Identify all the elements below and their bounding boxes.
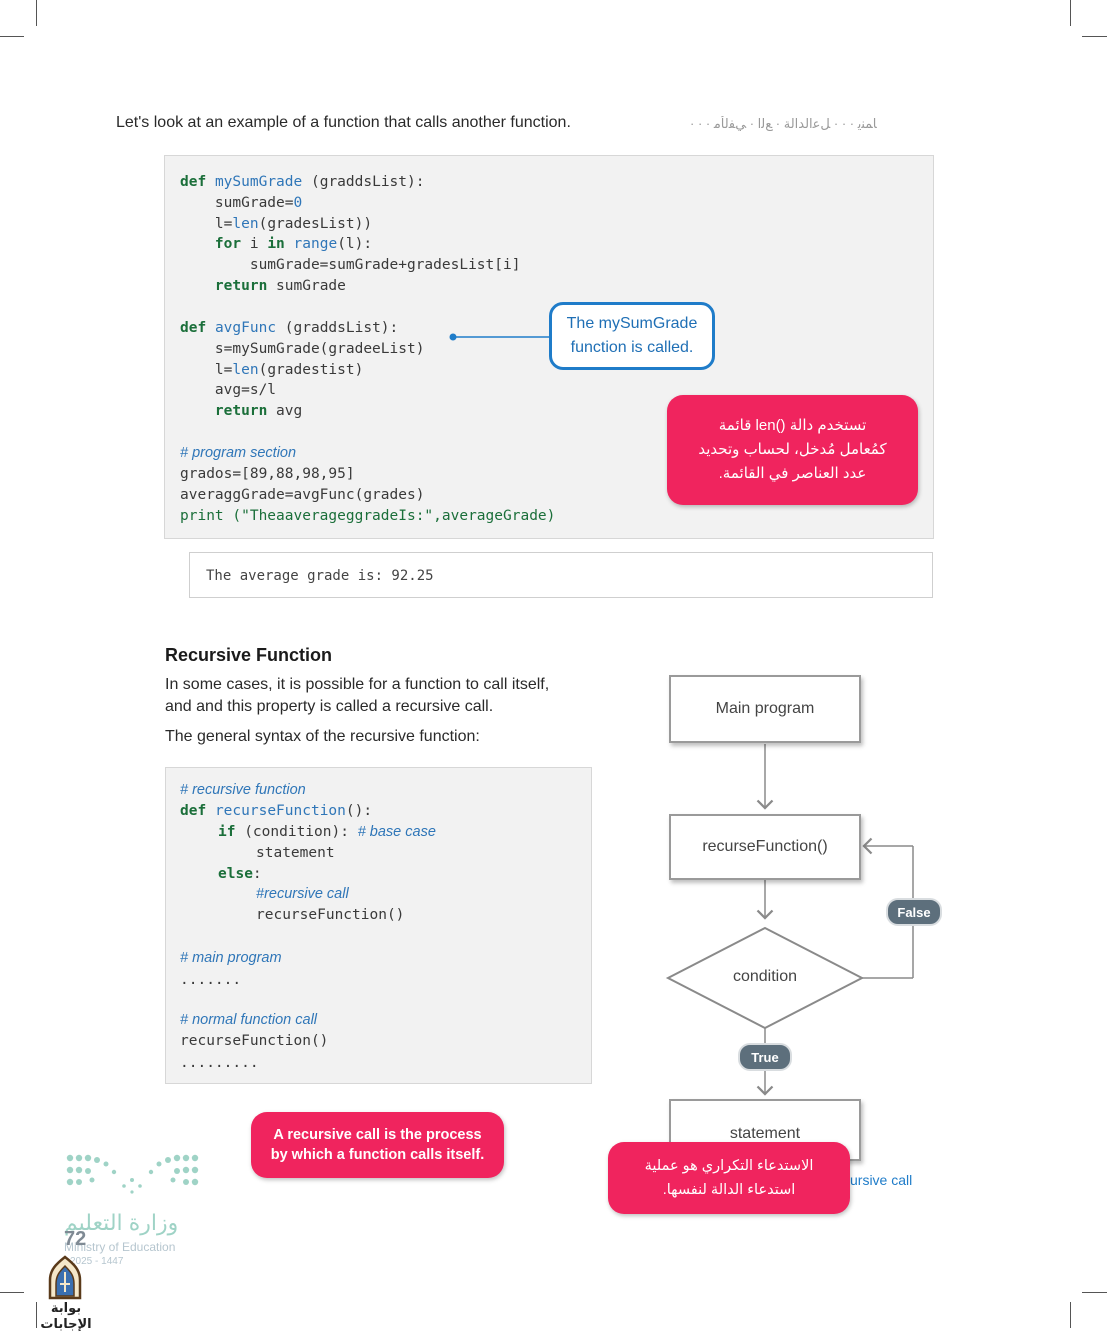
- code-avgfunc: def avgFunc (graddsList): s=mySumGrade(g…: [180, 320, 425, 420]
- section-para-line1: In some cases, it is possible for a func…: [165, 676, 550, 693]
- callout-len-line: تستخدم دالة ()len قائمة: [718, 417, 867, 434]
- crop-mark: [0, 1292, 24, 1293]
- crop-mark: [36, 1302, 37, 1328]
- callout-len-line: كمُعامل مُدخل، لحساب وتحديد: [698, 441, 887, 458]
- code-mysumgrade: def mySumGrade (graddsList): sumGrade=0 …: [180, 174, 521, 294]
- crop-mark: [1070, 0, 1071, 26]
- crop-mark: [36, 0, 37, 26]
- flow-recurse-label: recurseFunction(): [702, 838, 828, 855]
- brand-name: بوابة الإجابات: [40, 1300, 92, 1331]
- crop-mark: [1082, 36, 1107, 37]
- callout-len-arabic: تستخدم دالة ()len قائمة كمُعامل مُدخل، ل…: [667, 395, 918, 505]
- callout-recursive-definition: A recursive call is the process by which…: [251, 1112, 504, 1178]
- callout-connector: [449, 333, 552, 341]
- flow-statement-label: statement: [729, 1125, 801, 1142]
- comment-recursive-call: #recursive call: [256, 886, 349, 902]
- comment-normal-call: # normal function call: [180, 1012, 318, 1028]
- flow-condition-label: condition: [732, 968, 798, 985]
- ministry-name-arabic: وزارة التعليم: [64, 1210, 179, 1235]
- code-dots: .........: [180, 1055, 259, 1071]
- callout-recursive-arabic-line: الاستدعاء التكراري هو عملية: [644, 1158, 814, 1174]
- flowchart-connectors: [665, 744, 914, 1096]
- program-line-average: averaggGrade=avgFunc(grades): [180, 487, 425, 503]
- program-section-comment: # program section: [180, 445, 297, 461]
- section-para-syntax: The general syntax of the recursive func…: [165, 728, 480, 745]
- page-number: 72: [64, 1228, 87, 1250]
- code-else: else:: [218, 866, 262, 882]
- output-text: The average grade is: 92.25: [206, 568, 434, 584]
- crop-mark: [0, 36, 24, 37]
- flow-main-program: Main program: [669, 675, 861, 743]
- flow-main-label: Main program: [715, 700, 815, 717]
- section-title: Recursive Function: [165, 645, 333, 665]
- flow-recurse-function: recurseFunction(): [669, 814, 861, 880]
- comment-recursive-function: # recursive function: [180, 782, 306, 798]
- code-normal-call: recurseFunction(): [180, 1033, 329, 1049]
- flow-recursive-call-label: ursive call: [850, 1172, 913, 1188]
- flow-false-label: False: [886, 898, 942, 926]
- crop-mark: [1070, 1302, 1071, 1328]
- section-para-line2: and and this property is called a recurs…: [165, 698, 494, 715]
- code-def-recurse: def recurseFunction():: [180, 803, 373, 819]
- flow-true-label: True: [738, 1043, 792, 1071]
- program-line-print: print ("TheaaverageggradeIs:",averageGra…: [180, 508, 556, 524]
- intro-text: Let's look at an example of a function t…: [116, 114, 571, 131]
- ministry-year: 2025 - 1447: [70, 1256, 124, 1267]
- code-recursive-call: recurseFunction(): [256, 907, 405, 923]
- output-box: The average grade is: 92.25: [189, 552, 933, 598]
- brand-logo-icon: [48, 1255, 82, 1300]
- callout-function-called: The mySumGrade function is called.: [549, 302, 715, 370]
- ministry-logo-dots: [66, 1154, 199, 1194]
- code-dots: .......: [180, 972, 242, 988]
- comment-main-program: # main program: [180, 950, 282, 966]
- crop-mark: [1082, 1292, 1107, 1293]
- ministry-name-english: Ministry of Education: [64, 1240, 176, 1254]
- code-if-line: if (condition): # base case: [218, 824, 436, 840]
- callout-recursive-arabic-line: استدعاء الدالة لنفسها.: [662, 1182, 796, 1198]
- code-block-recursive: [165, 767, 592, 1084]
- callout-recursive-arabic: الاستدعاء التكراري هو عملية استدعاء الدا…: [608, 1142, 850, 1214]
- arabic-ghost-text: · · · ﺎﻤﻨﻳ · · · ﻞﻋﺍﻟﺪﺍﻟﺔ · ﻊﻟﺍ · ﻲﻔﻟﺄﻣ: [690, 116, 877, 131]
- program-line-grades: grados=[89,88,98,95]: [180, 466, 355, 482]
- code-statement: statement: [256, 845, 335, 861]
- callout-len-line: عدد العناصر في القائمة.: [718, 465, 867, 482]
